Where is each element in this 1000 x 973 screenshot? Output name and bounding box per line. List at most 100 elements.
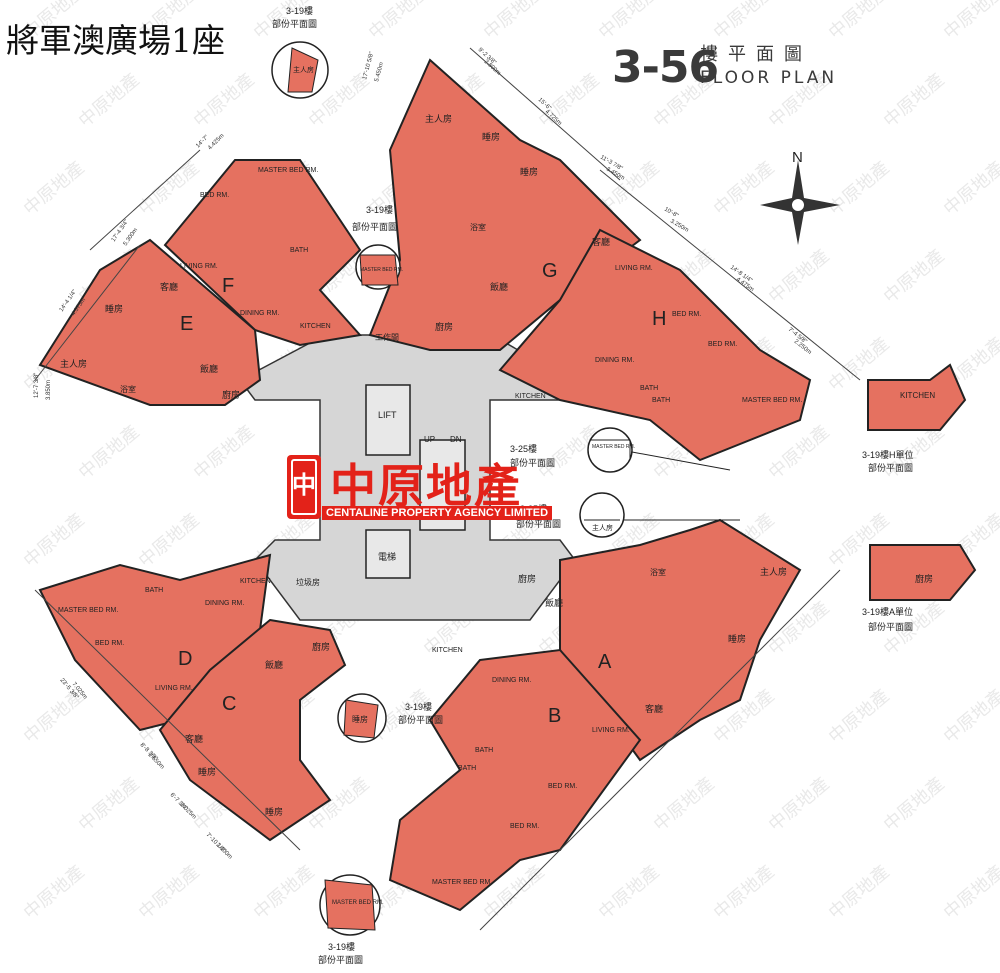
unit-g-room-2: 飯廳 (490, 281, 508, 292)
wing-lower-right: A B 客廳 飯廳 廚房 睡房 主人房 浴室 LIVING RM. DINING… (388, 518, 802, 912)
unit-e-room-5: 主人房 (60, 358, 87, 369)
watermark-tile-icon: 中原地產 (880, 245, 948, 307)
inset-a-floors: 3-19樓A單位 (862, 606, 913, 617)
unit-c-room-2: 飯廳 (265, 659, 283, 670)
watermark-tile-icon: 中原地產 (20, 509, 88, 571)
inset-h-room: KITCHEN (900, 391, 935, 400)
unit-b-room-1: LIVING RM. (592, 727, 630, 734)
watermark-tile-icon: 中原地產 (650, 773, 718, 835)
watermark-tile-icon: 中原地產 (75, 773, 143, 835)
unit-g-letter: G (542, 260, 558, 282)
unit-d-room-1: LIVING RM. (155, 685, 193, 692)
unit-h-room-6: MASTER BED RM. (742, 397, 802, 404)
unit-d-room-3: KITCHEN (240, 578, 271, 585)
refuse-label: 垃圾房 (296, 577, 320, 587)
lift-label: LIFT (378, 410, 397, 420)
unit-b-room-4: BED RM. (548, 783, 577, 790)
unit-g-room-7: 浴室 (470, 222, 486, 232)
stair-up-label: UP (424, 435, 435, 444)
callout-bottom-floors: 3-19樓 (328, 941, 355, 952)
unit-b-room-8: BATH (458, 765, 476, 772)
unit-c-room-1: 客廳 (185, 733, 203, 744)
floor-plan-title-en: FLOOR PLAN (700, 68, 838, 88)
callout-center-bottom: 睡房 3-19樓 部份平面圖 (337, 693, 443, 743)
callout-center-bottom-room: 睡房 (352, 714, 368, 724)
unit-g-room-3: 廚房 (435, 321, 453, 332)
watermark-tile-icon: 中原地產 (825, 0, 893, 43)
watermark-tile-icon: 中原地產 (480, 0, 548, 43)
watermark-tile-icon: 中原地產 (595, 861, 663, 923)
unit-h-room-7: BATH (640, 385, 658, 392)
watermark-tile-icon: 中原地產 (20, 861, 88, 923)
unit-b-room-5: BED RM. (510, 823, 539, 830)
callout-center-top-room: MASTER BED RM. (360, 267, 403, 273)
watermark-tile-icon: 中原地產 (940, 0, 1000, 43)
watermark-tile-icon: 中原地產 (940, 685, 1000, 747)
callout-top-label: 部份平面圖 (272, 18, 317, 29)
unit-b-room-2: DINING RM. (492, 677, 531, 684)
callout-center-top-floors: 3-19樓 (366, 204, 393, 215)
watermark-tile-icon: 中原地產 (135, 157, 203, 219)
dimension-label: 10'-8" (663, 207, 679, 220)
watermark-tile-icon: 中原地產 (825, 157, 893, 219)
callout-right-a-floors: 3-25樓 (510, 443, 537, 454)
unit-a-room-6: 浴室 (650, 567, 666, 577)
unit-e-room-2: 飯廳 (200, 363, 218, 374)
unit-b-room-6: MASTER BED RM. (432, 879, 492, 886)
dimension-label: 2.025m (179, 802, 197, 820)
unit-e-room-1: 客廳 (160, 281, 178, 292)
page-title: 將軍澳廣場1座 (6, 21, 225, 60)
lift-lobby-label: 電梯 (378, 551, 396, 562)
dimension-label: 4.425m (207, 133, 225, 151)
watermark-tile-icon: 中原地產 (825, 861, 893, 923)
unit-e-room-4: 睡房 (105, 303, 123, 314)
watermark-tile-icon: 中原地產 (825, 685, 893, 747)
unit-g-room-8: 工作間 (375, 332, 399, 342)
inset-a-label: 部份平面圖 (868, 621, 913, 632)
dimension-label: 3.250m (669, 219, 689, 234)
unit-g-room-5: 睡房 (520, 166, 538, 177)
callout-top-floors: 3-19樓 (286, 5, 313, 16)
callout-right-b-label: 部份平面圖 (516, 518, 561, 529)
watermark-tile-icon: 中原地產 (710, 861, 778, 923)
unit-h-room-1: LIVING RM. (615, 265, 653, 272)
stair-dn-label: DN (450, 435, 462, 444)
unit-b-area (388, 648, 642, 912)
floor-plan-title-cn: 樓平面圖 (700, 44, 812, 65)
callout-top: 主人房 3-19樓 部份平面圖 (271, 5, 329, 99)
dimension-lines (34, 47, 861, 931)
unit-h-room-4: BED RM. (672, 311, 701, 318)
unit-g-room-1: 客廳 (592, 236, 610, 247)
wing-upper-left: F E LIVING RM. DINING RM. KITCHEN BED RM… (38, 159, 362, 406)
unit-h-room-2: DINING RM. (595, 357, 634, 364)
inset-unit-h-kitchen: KITCHEN 3-19樓H單位 部份平面圖 (862, 363, 967, 473)
watermark-tile-icon: 中原地產 (75, 421, 143, 483)
unit-f-letter: F (222, 275, 234, 297)
unit-h-room-5: BED RM. (708, 341, 737, 348)
dimension-label: 2.400m (215, 842, 233, 860)
unit-a-room-2: 飯廳 (545, 597, 563, 608)
unit-c-room-4: 睡房 (198, 766, 216, 777)
watermark-tile-icon: 中原地產 (190, 69, 258, 131)
unit-h-area (498, 228, 812, 462)
callout-bottom-label: 部份平面圖 (318, 954, 363, 965)
unit-f-room-5: MASTER BED RM. (258, 167, 318, 174)
unit-d-room-6: BATH (145, 587, 163, 594)
unit-f-room-2: DINING RM. (240, 310, 279, 317)
unit-d-letter: D (178, 648, 192, 670)
unit-e-room-6: 浴室 (120, 384, 136, 394)
unit-e-room-3: 廚房 (222, 389, 240, 400)
watermark-tile-icon: 中原地產 (250, 861, 318, 923)
watermark-tile-icon: 中原地產 (710, 0, 778, 43)
unit-a-room-4: 睡房 (728, 633, 746, 644)
watermark-tile-icon: 中原地產 (880, 773, 948, 835)
callout-bottom: MASTER BED RM. 3-19樓 部份平面圖 (318, 874, 384, 965)
watermark-tile-icon: 中原地產 (765, 245, 833, 307)
unit-c-area (158, 618, 347, 842)
watermark-tile-icon: 中原地產 (765, 773, 833, 835)
watermark-tile-icon: 中原地產 (135, 509, 203, 571)
unit-a-room-3: 廚房 (518, 573, 536, 584)
unit-d-room-4: BED RM. (95, 640, 124, 647)
unit-c-letter: C (222, 693, 236, 715)
